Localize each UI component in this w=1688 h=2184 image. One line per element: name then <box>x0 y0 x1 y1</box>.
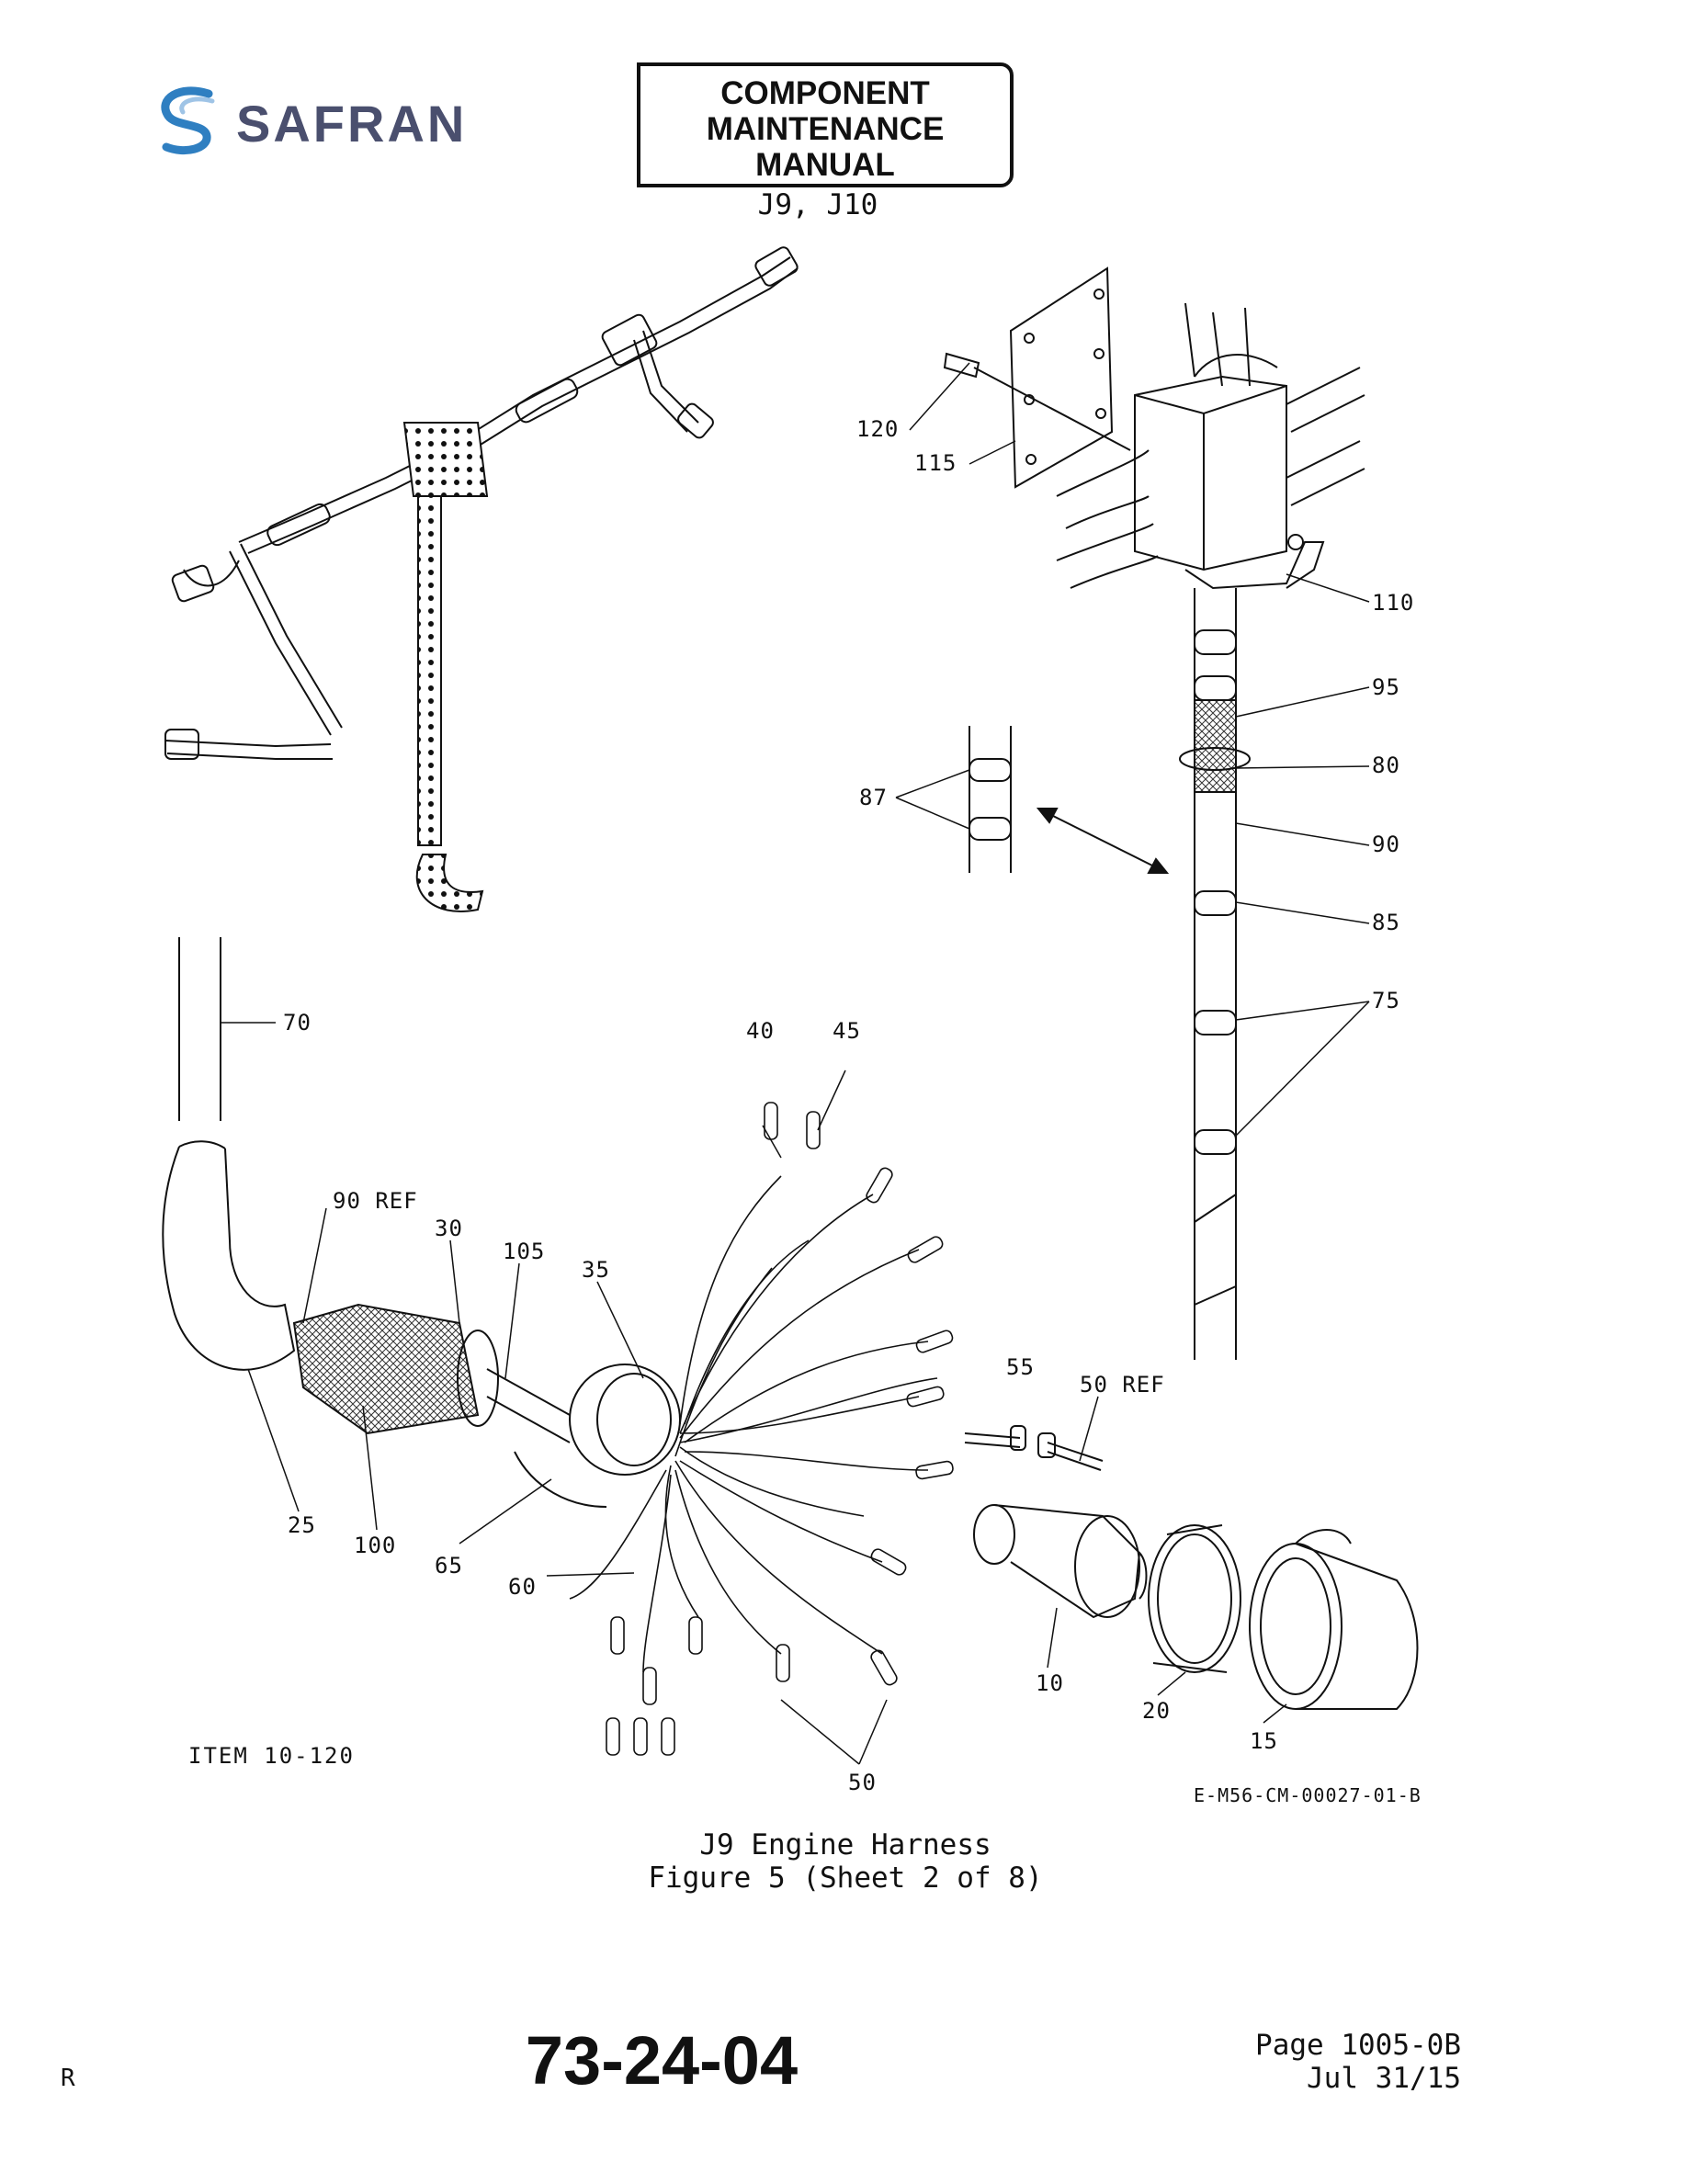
manual-title-line-1: COMPONENT <box>720 75 930 111</box>
logo-wordmark: SAFRAN <box>236 95 468 153</box>
callout-label: 50 REF <box>1080 1372 1165 1398</box>
callout-label: 115 <box>914 450 957 476</box>
revision-date: Jul 31/15 <box>1307 2062 1461 2095</box>
vertical-cable-detail <box>969 629 1251 1306</box>
callout-label: 90 REF <box>333 1188 418 1214</box>
callout-label: 75 <box>1372 988 1400 1013</box>
safran-logo: SAFRAN <box>152 85 501 167</box>
leader-lines <box>221 362 1370 1765</box>
harness-overview <box>164 246 799 912</box>
safran-logo-mark-icon <box>161 86 215 154</box>
callout-label: 65 <box>435 1553 463 1579</box>
bracket-assembly <box>943 266 1365 1360</box>
caption-figure-number: Figure 5 (Sheet 2 of 8) <box>648 1861 1043 1895</box>
loose-parts <box>964 1425 1104 1471</box>
callout-label: 90 <box>1372 832 1400 857</box>
contact-pins <box>606 1102 954 1756</box>
chapter-number: 73-24-04 <box>525 2022 799 2099</box>
figure-code: E-M56-CM-00027-01-B <box>1194 1784 1422 1806</box>
connector-assembly <box>973 1504 1419 1710</box>
callout-label: 100 <box>354 1533 396 1558</box>
wire-fan <box>569 1175 938 1673</box>
page-number: Page 1005-0B <box>1255 2029 1461 2062</box>
callout-label: 95 <box>1372 674 1400 700</box>
callout-label: 110 <box>1372 590 1414 616</box>
callout-label: 15 <box>1250 1728 1278 1754</box>
callout-label: 10 <box>1036 1670 1064 1696</box>
manual-title-line-3: MANUAL <box>755 147 895 183</box>
callout-label: 25 <box>288 1512 316 1538</box>
callout-label: 55 <box>1006 1354 1035 1380</box>
callout-label: 87 <box>859 785 888 810</box>
callout-label: 80 <box>1372 753 1400 778</box>
callout-label: 120 <box>856 416 899 442</box>
callout-label: 50 <box>848 1770 877 1795</box>
callout-label: 60 <box>508 1574 537 1600</box>
figure-caption: J9 Engine Harness Figure 5 (Sheet 2 of 8… <box>515 1828 1176 1895</box>
revision-mark: R <box>61 2065 75 2092</box>
item-range-note: ITEM 10-120 <box>188 1743 355 1769</box>
callout-labels: 120 115 110 95 80 87 90 85 75 70 40 45 9… <box>283 416 1414 1795</box>
manual-title-line-2: MAINTENANCE <box>706 111 945 147</box>
callout-label: 105 <box>503 1239 545 1264</box>
page-info: Page 1005-0B Jul 31/15 <box>1195 2029 1461 2095</box>
callout-label: 30 <box>435 1216 463 1241</box>
callout-label: 40 <box>746 1018 775 1044</box>
manual-title-box: COMPONENT MAINTENANCE MANUAL <box>637 62 1014 187</box>
callout-label: 20 <box>1142 1698 1171 1724</box>
lower-cable-detail <box>162 937 681 1508</box>
callout-label: 45 <box>833 1018 861 1044</box>
document-subtitle: J9, J10 <box>757 188 878 221</box>
callout-label: 85 <box>1372 910 1400 935</box>
callout-label: 35 <box>582 1257 610 1283</box>
caption-title: J9 Engine Harness <box>699 1828 991 1861</box>
callout-label: 70 <box>283 1010 312 1035</box>
